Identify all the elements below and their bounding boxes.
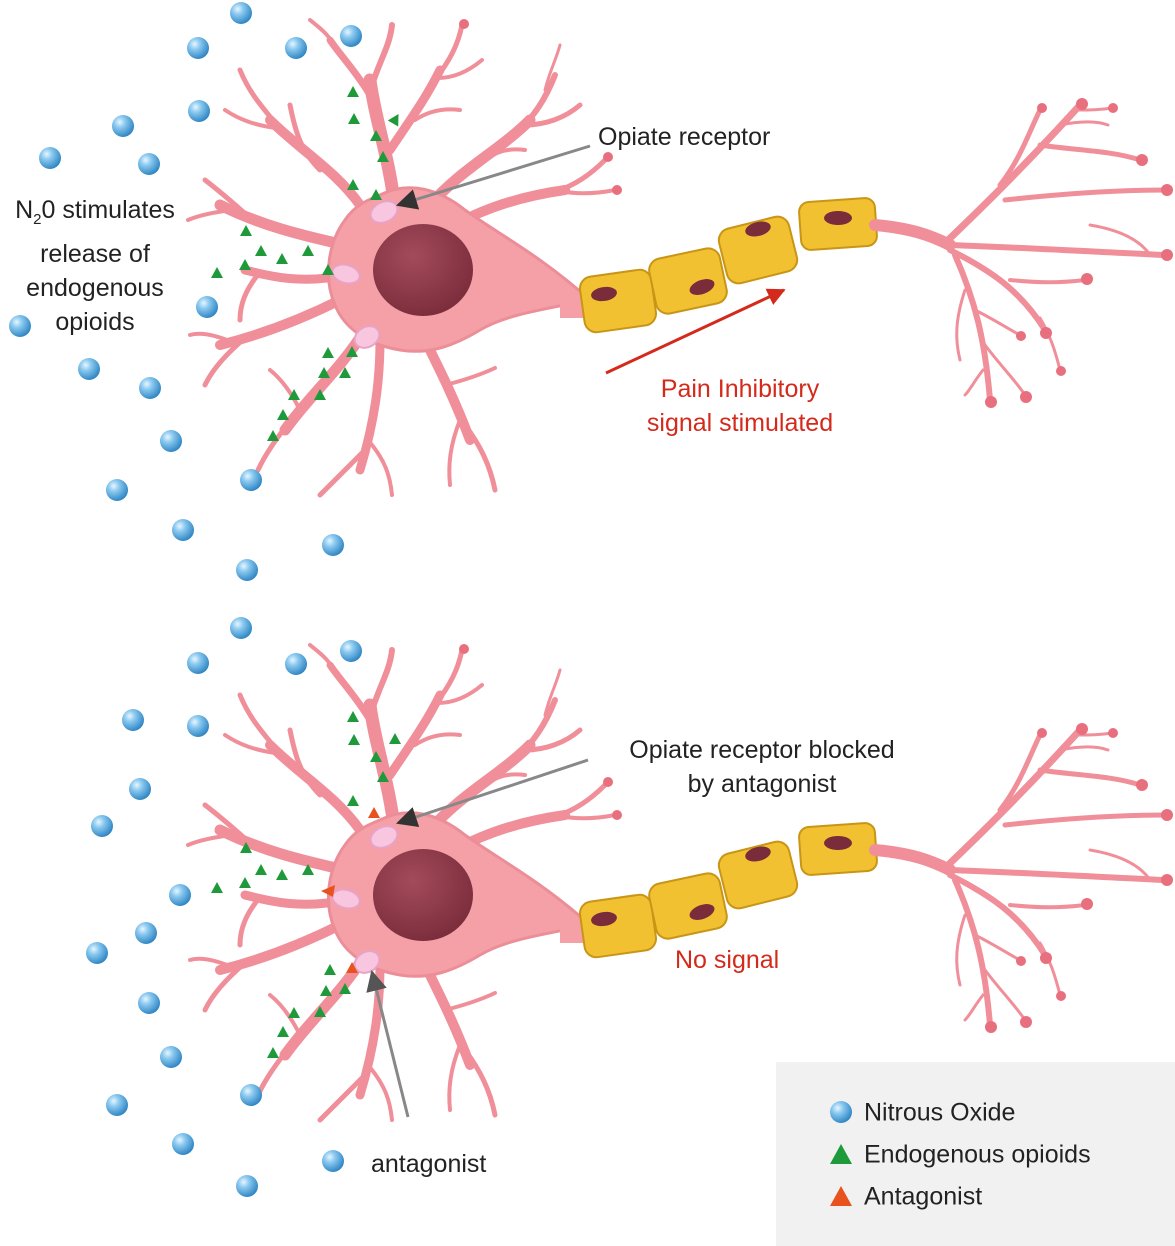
legend-item-nitrous-oxide: Nitrous Oxide — [826, 1096, 1015, 1126]
no-signal-label: No signal — [675, 946, 780, 974]
endogenous-opioids-top — [211, 86, 399, 441]
legend: Nitrous Oxide Endogenous opioids Antagon… — [776, 1062, 1175, 1246]
legend-item-endogenous-opioids: Endogenous opioids — [826, 1138, 1091, 1168]
opiate-receptor-pointer — [395, 144, 591, 210]
n2o-stimulates-label: N20 stimulates release of endogenous opi… — [15, 196, 175, 336]
pain-inhibitory-signal-label: Pain Inhibitory signal stimulated — [646, 375, 834, 437]
blocked-receptor-label: Opiate receptor blocked by antagonist — [629, 736, 895, 798]
opiate-receptor-label: Opiate receptor — [598, 123, 771, 151]
sphere-icon — [830, 1101, 852, 1124]
orange-triangle-icon — [830, 1186, 852, 1207]
antagonist-markers — [321, 807, 380, 973]
green-triangle-icon — [830, 1144, 852, 1165]
nitrous-oxide-spheres-bottom — [86, 617, 362, 1197]
nitrous-oxide-spheres-top — [9, 2, 362, 581]
signal-arrow — [605, 288, 786, 375]
legend-item-antagonist: Antagonist — [826, 1180, 982, 1210]
antagonist-pointer — [366, 969, 410, 1118]
antagonist-label: antagonist — [371, 1150, 487, 1178]
bottom-neuron — [188, 644, 1173, 1120]
endogenous-opioids-bottom — [211, 711, 401, 1058]
blocked-receptor-pointer — [396, 758, 589, 828]
